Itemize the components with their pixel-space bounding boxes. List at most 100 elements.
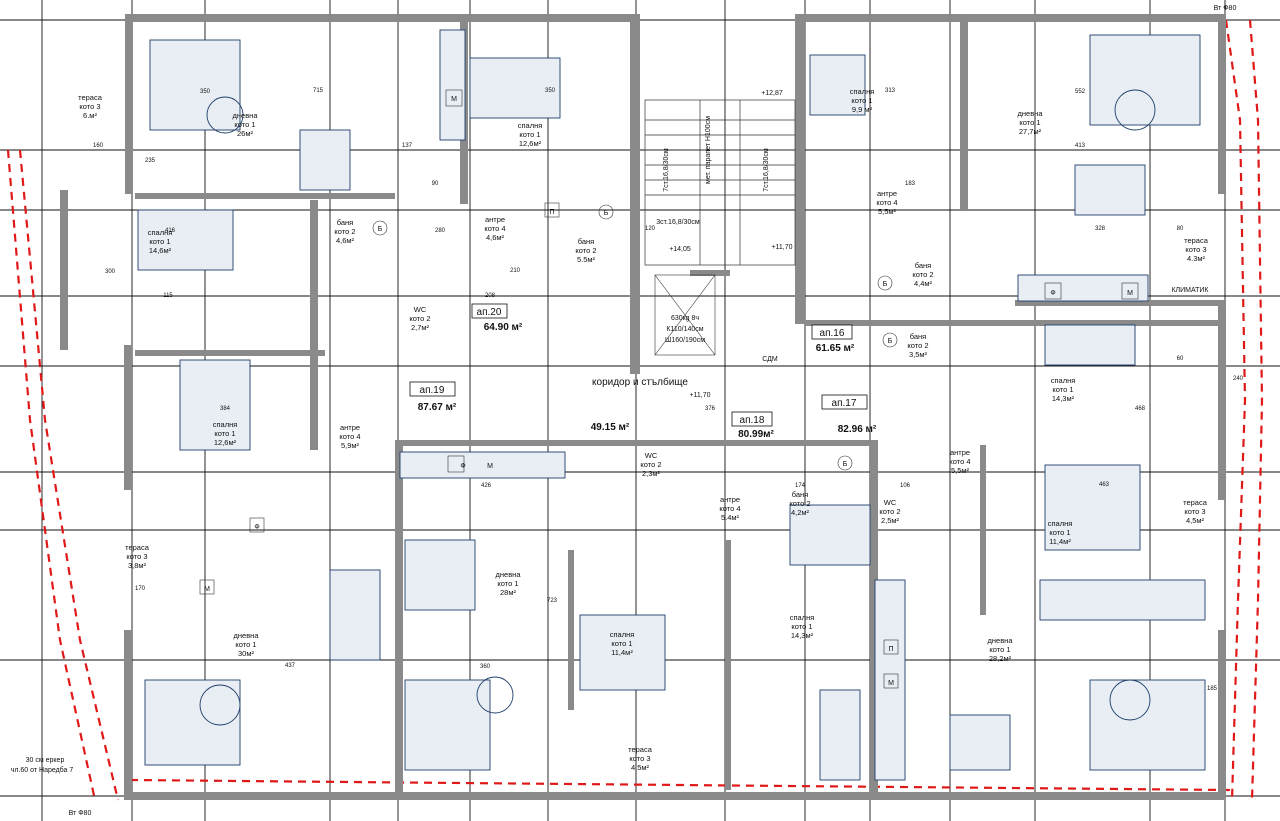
room-name-r14: дневна bbox=[1018, 109, 1044, 118]
vt-note-left: Вт Ф80 bbox=[69, 810, 92, 817]
room-area-r25: 28м² bbox=[500, 588, 516, 597]
room-floor-r30: кото 1 bbox=[791, 622, 812, 631]
room-name-r25: дневна bbox=[496, 570, 522, 579]
dimension-label: 185 bbox=[1207, 686, 1218, 692]
room-name-r30: спалня bbox=[790, 613, 815, 622]
room-floor-r15: кото 4 bbox=[876, 198, 897, 207]
room-area-r7: 5.5м² bbox=[577, 255, 596, 264]
room-name-r21: спалня bbox=[1048, 519, 1073, 528]
dimension-label: 384 bbox=[220, 406, 231, 412]
room-area-r9: 12,6м² bbox=[214, 438, 237, 447]
apartment-labels: ап.19 87.67 м² ап.20 64.90 м² ап.16 61.6… bbox=[409, 303, 877, 440]
dimension-label: 240 bbox=[1233, 376, 1244, 382]
apartment-area-ap18: 80.99м² bbox=[738, 429, 774, 440]
room-name-r13: спалня bbox=[850, 87, 875, 96]
room-floor-r13: кото 1 bbox=[851, 96, 872, 105]
room-floor-r19: кото 1 bbox=[1052, 385, 1073, 394]
dimension-label: 115 bbox=[163, 293, 173, 299]
room-area-r29: 11,4м² bbox=[611, 648, 633, 657]
room-floor-r20: кото 4 bbox=[949, 457, 970, 466]
room-name-r19: спалня bbox=[1051, 376, 1076, 385]
stove-symbol-3: Ф bbox=[254, 524, 259, 531]
elevator-line-3: Ш160/190см bbox=[665, 337, 705, 344]
room-area-r16: 4.3м² bbox=[1187, 254, 1206, 263]
room-area-r20: 5,5м² bbox=[951, 466, 970, 475]
room-area-r30: 14,3м² bbox=[791, 631, 814, 640]
dimension-label: 715 bbox=[313, 88, 324, 94]
room-floor-r5: кото 2 bbox=[334, 227, 355, 236]
room-name-r29: спалня bbox=[610, 630, 635, 639]
room-area-r2: 26м² bbox=[237, 129, 253, 138]
elevator-shaft bbox=[654, 274, 716, 356]
room-area-r14: 27,7м² bbox=[1019, 127, 1042, 136]
boiler-symbol-3: Б bbox=[883, 281, 888, 288]
apartment-name-ap20: ап.20 bbox=[477, 307, 502, 318]
fridge-symbol-4: М bbox=[888, 680, 894, 687]
fixture-symbols: Б П Б М Ф М Ф М Б Б Б П М М Ф bbox=[199, 89, 1139, 689]
room-name-r23: WC bbox=[884, 498, 897, 507]
corridor-area: 49.15 м² bbox=[591, 422, 630, 433]
dimension-label: 468 bbox=[1135, 406, 1146, 412]
room-name-r2: дневна bbox=[233, 111, 259, 120]
room-floor-r11: кото 3 bbox=[126, 552, 147, 561]
dimension-label: 60 bbox=[1177, 356, 1184, 362]
room-area-r19: 14,3м² bbox=[1052, 394, 1075, 403]
room-area-r22: 4,5м² bbox=[1186, 516, 1205, 525]
room-area-r8: 2,7м² bbox=[411, 323, 430, 332]
room-name-r27: антре bbox=[720, 495, 740, 504]
boiler-symbol-5: Б bbox=[843, 461, 848, 468]
dimension-label: 235 bbox=[145, 158, 156, 164]
room-floor-r25: кото 1 bbox=[497, 579, 518, 588]
dimension-label: 210 bbox=[510, 268, 521, 274]
room-area-r12: 30м² bbox=[238, 649, 254, 658]
stove-symbol: Ф bbox=[460, 463, 465, 470]
apartment-name-ap19: ап.19 bbox=[420, 385, 445, 396]
elevator-line-2: К110/140см bbox=[666, 326, 703, 333]
dimension-label: 463 bbox=[1099, 482, 1110, 488]
dimension-label: 208 bbox=[485, 293, 496, 299]
dimension-label: 350 bbox=[200, 89, 211, 95]
boiler-symbol-4: Б bbox=[888, 338, 893, 345]
room-floor-r28: кото 2 bbox=[789, 499, 810, 508]
dimension-label: 413 bbox=[1075, 143, 1086, 149]
dimension-label: 137 bbox=[402, 143, 413, 149]
fridge-symbol: М bbox=[451, 96, 457, 103]
apartment-area-ap20: 64.90 м² bbox=[484, 322, 523, 333]
level-3: +11,70 bbox=[771, 244, 792, 251]
room-floor-r26: кото 2 bbox=[640, 460, 661, 469]
room-floor-r10: кото 4 bbox=[339, 432, 360, 441]
dimension-label: 416 bbox=[165, 228, 176, 234]
room-area-r1: 6.м² bbox=[83, 111, 97, 120]
room-floor-r9: кото 1 bbox=[214, 429, 235, 438]
room-name-r3: спалня bbox=[518, 121, 543, 130]
room-name-r11: тераса bbox=[125, 543, 150, 552]
room-floor-r8: кото 2 bbox=[409, 314, 430, 323]
dimension-label: 350 bbox=[545, 88, 556, 94]
corridor-level: +11,70 bbox=[689, 392, 710, 399]
dimension-label: 170 bbox=[135, 586, 146, 592]
dimension-label: 313 bbox=[885, 88, 896, 94]
room-name-r15: антре bbox=[877, 189, 897, 198]
stair-label-b: мет. парапет Н100см bbox=[705, 116, 712, 184]
room-floor-r23: кото 2 bbox=[879, 507, 900, 516]
level-2: +14,05 bbox=[669, 246, 691, 253]
apartment-area-ap19: 87.67 м² bbox=[418, 402, 457, 413]
room-floor-r29: кото 1 bbox=[611, 639, 632, 648]
room-area-r27: 5.4м² bbox=[721, 513, 740, 522]
fridge-symbol-2: М bbox=[487, 463, 493, 470]
room-area-r17: 4,4м² bbox=[914, 279, 933, 288]
room-name-r26: WC bbox=[645, 451, 658, 460]
corridor-name: коридор и стълбище bbox=[592, 376, 688, 388]
washer-symbol: П bbox=[549, 209, 554, 216]
apartment-name-ap16: ап.16 bbox=[820, 328, 845, 339]
stair-label-c: 7ст.16,8/30см bbox=[763, 148, 770, 192]
room-floor-r24: кото 1 bbox=[989, 645, 1010, 654]
room-floor-r16: кото 3 bbox=[1185, 245, 1206, 254]
apartment-name-ap18: ап.18 bbox=[740, 415, 765, 426]
room-floor-r7: кото 2 bbox=[575, 246, 596, 255]
room-name-r9: спалня bbox=[213, 420, 238, 429]
dimension-label: 376 bbox=[705, 406, 716, 412]
sdm-note: СДМ bbox=[762, 356, 778, 363]
room-area-r13: 9,9 м² bbox=[852, 105, 873, 114]
room-area-r10: 5,9м² bbox=[341, 441, 360, 450]
